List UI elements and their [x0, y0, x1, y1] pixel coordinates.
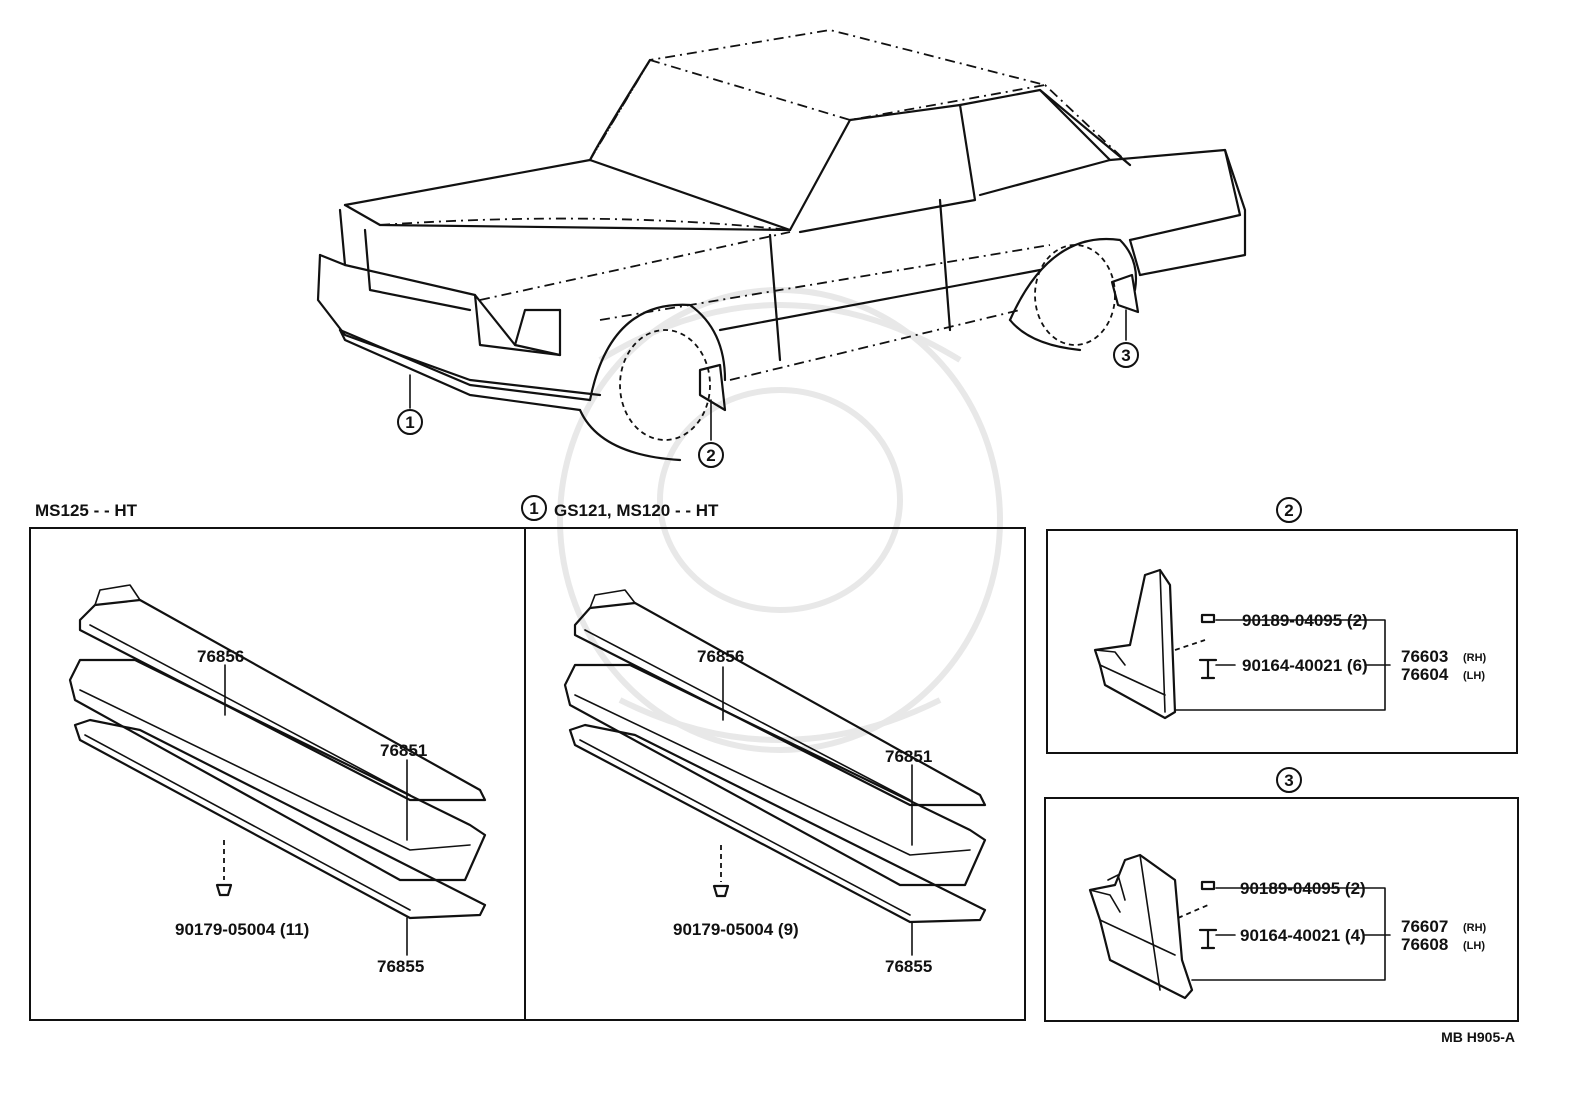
section1-frame — [29, 527, 1026, 1021]
mudflap-rear — [1088, 853, 1391, 1000]
section2-callout: 2 — [1276, 497, 1302, 523]
right-part-76851: 76851 — [885, 747, 932, 766]
svg-text:3: 3 — [1121, 346, 1130, 365]
section2-screw-label: 90164-40021 (6) — [1242, 656, 1368, 675]
section3-clip-label: 90189-04095 (2) — [1240, 879, 1366, 898]
section3-callout: 3 — [1276, 767, 1302, 793]
section3-rh-tag: (RH) — [1463, 922, 1487, 934]
section2-rh-tag: (RH) — [1463, 652, 1487, 664]
right-part-76855: 76855 — [885, 957, 932, 976]
left-part-76851: 76851 — [380, 741, 427, 760]
section2-clip-label: 90189-04095 (2) — [1242, 611, 1368, 630]
right-clip-label: 90179-05004 (9) — [673, 920, 799, 939]
callout-1: 1 — [397, 409, 423, 435]
callout-3: 3 — [1113, 342, 1139, 368]
svg-text:2: 2 — [706, 446, 715, 465]
section1-right-title: GS121, MS120 - - HT — [554, 501, 719, 520]
callout-2: 2 — [698, 442, 724, 468]
section3-rh-part: 76607 — [1401, 917, 1448, 936]
mudflap-front — [1093, 568, 1391, 720]
left-part-76855: 76855 — [377, 957, 424, 976]
section1-callout: 1 — [521, 495, 547, 521]
right-part-76856: 76856 — [697, 647, 744, 666]
svg-text:3: 3 — [1284, 771, 1293, 790]
left-part-76856: 76856 — [197, 647, 244, 666]
section3-frame — [1044, 797, 1519, 1022]
svg-text:1: 1 — [405, 413, 414, 432]
section2-frame — [1046, 529, 1518, 754]
section2-rh-part: 76603 — [1401, 647, 1448, 666]
left-clip-label: 90179-05004 (11) — [175, 920, 309, 939]
svg-text:2: 2 — [1284, 501, 1293, 520]
spoiler-assembly-left — [68, 584, 487, 956]
section3-lh-tag: (LH) — [1463, 940, 1485, 952]
diagram-code: MB H905-A — [1441, 1029, 1515, 1045]
section3-lh-part: 76608 — [1401, 935, 1448, 954]
car-illustration — [316, 29, 1247, 462]
section2-lh-part: 76604 — [1401, 665, 1449, 684]
svg-text:1: 1 — [529, 499, 538, 518]
section3-screw-label: 90164-40021 (4) — [1240, 926, 1366, 945]
section1-left-title: MS125 - - HT — [35, 501, 138, 520]
section2-lh-tag: (LH) — [1463, 670, 1485, 682]
spoiler-assembly-right — [563, 589, 987, 956]
